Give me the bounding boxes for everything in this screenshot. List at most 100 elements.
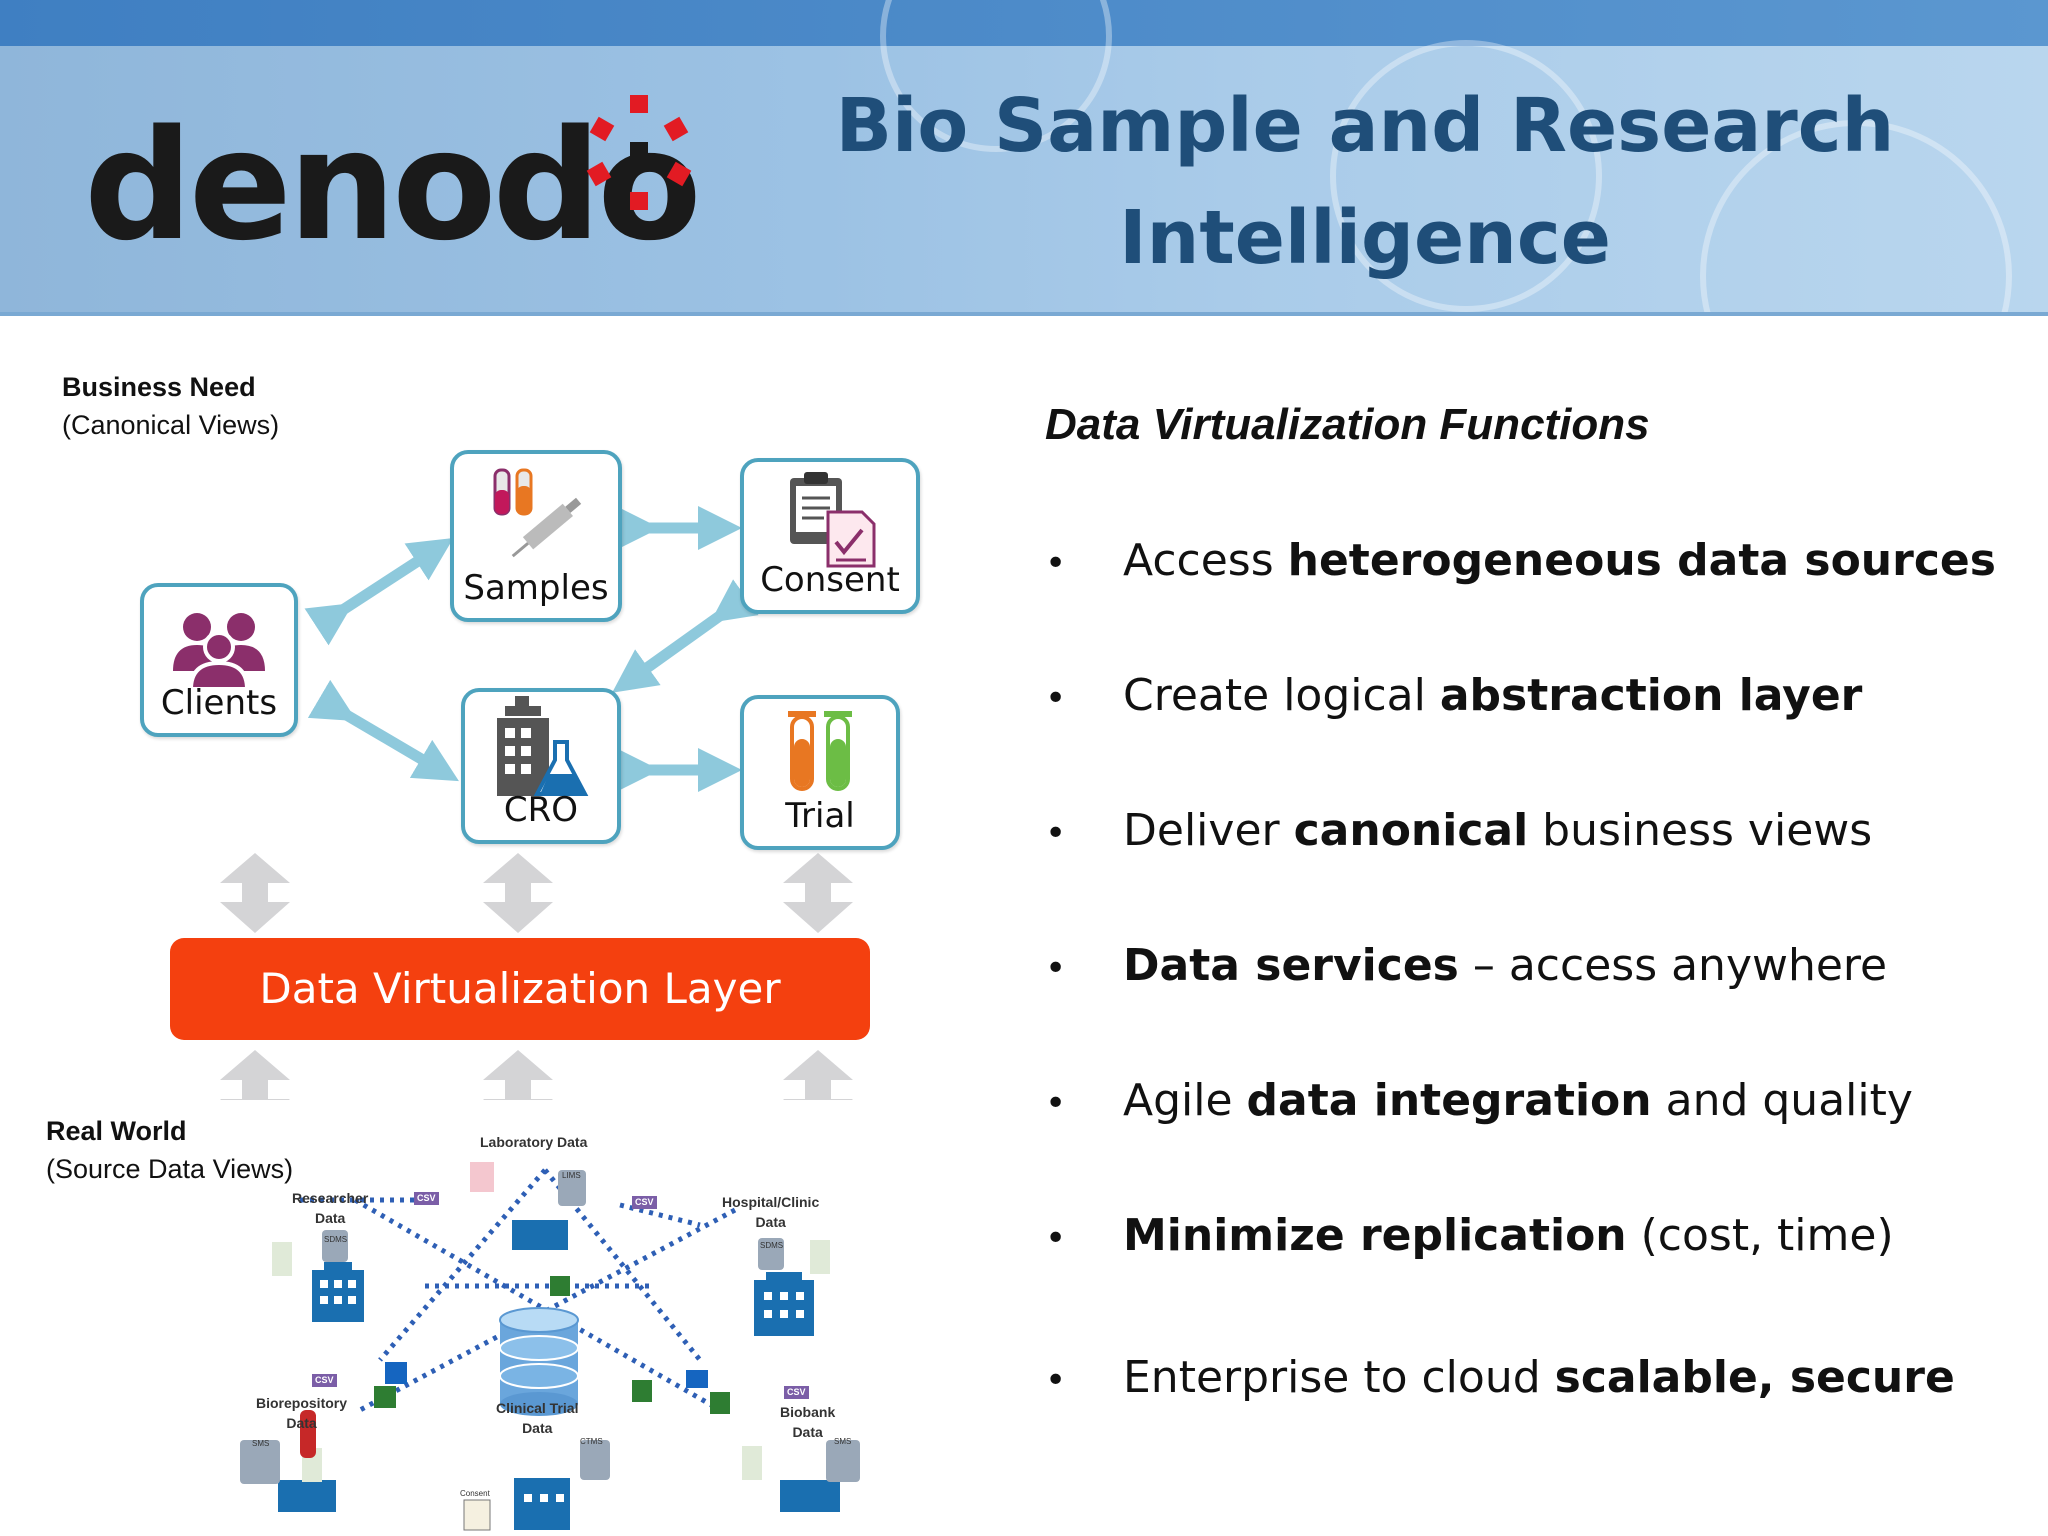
business-need-label: Business Need (Canonical Views) <box>62 368 279 444</box>
csv-tag: CSV <box>414 1192 439 1205</box>
building-icon <box>278 1480 336 1512</box>
building-icon <box>312 1262 364 1322</box>
researcher-label-line1: Researcher <box>292 1190 369 1206</box>
bullet-dot: • <box>1045 542 1067 584</box>
real-world-subheading: (Source Data Views) <box>46 1154 294 1184</box>
bullet-dot: • <box>1045 1217 1067 1259</box>
ctms-tag: CTMS <box>580 1437 603 1446</box>
node-trial-label: Trial <box>785 796 855 836</box>
gray-arrow-up-1 <box>220 853 290 933</box>
laboratory-data-label: Laboratory Data <box>480 1134 588 1150</box>
header-bottom-line <box>0 312 2048 316</box>
arrow-consent-cro <box>612 579 759 693</box>
biorepository-label-line2: Data <box>286 1415 317 1431</box>
source-laboratory-label: Laboratory Data <box>480 1132 587 1152</box>
function-bullet: • Data services – access anywhere <box>1045 940 1887 991</box>
node-samples[interactable]: Samples <box>450 450 622 622</box>
node-consent[interactable]: Consent <box>740 458 920 614</box>
bullet-bold-text: Data services <box>1123 940 1459 991</box>
node-clients-label: Clients <box>160 683 278 723</box>
bullet-text: business views <box>1528 805 1873 856</box>
arrow-clients-samples <box>304 538 454 646</box>
title-line-1: Bio Sample and Research <box>835 83 1895 169</box>
sdms-tag: SDMS <box>760 1241 784 1250</box>
bullet-dot: • <box>1045 947 1067 989</box>
real-world-label: Real World (Source Data Views) <box>46 1112 293 1188</box>
node-clients[interactable]: Clients <box>140 583 298 737</box>
title-line-2: Intelligence <box>1119 195 1611 281</box>
bullet-text: Create logical <box>1123 670 1440 721</box>
bullet-text: Enterprise to cloud <box>1123 1352 1555 1403</box>
node-cro-label: CRO <box>503 790 579 830</box>
clipboard-document-icon <box>790 472 876 568</box>
hospital-label-line2: Data <box>755 1214 786 1230</box>
slide-title: Bio Sample and Research Intelligence <box>830 70 1900 294</box>
biobank-label-line1: Biobank <box>780 1404 836 1420</box>
function-bullet: •Enterprise to cloud scalable, secure <box>1045 1352 1955 1403</box>
bullet-bold-text: abstraction layer <box>1439 670 1863 721</box>
researcher-label-line2: Data <box>314 1210 346 1226</box>
building-icon <box>780 1480 840 1512</box>
function-bullet: •Agile data integration and quality <box>1045 1075 1913 1126</box>
file-icons <box>272 1162 830 1531</box>
real-world-heading: Real World <box>46 1116 187 1146</box>
clinical-trial-label-line2: Data <box>522 1420 553 1436</box>
lims-tag: LIMS <box>562 1171 581 1180</box>
csv-tag: CSV <box>784 1386 809 1399</box>
sdms-tag: SDMS <box>324 1235 348 1244</box>
slide-header: denodo Bio Sample and Research Intellige… <box>0 0 2048 316</box>
bullet-text: (cost, time) <box>1626 1210 1894 1261</box>
bullet-bold-text: canonical <box>1293 805 1529 856</box>
function-bullet: • Create logical abstraction layer <box>1045 670 1862 721</box>
people-icon <box>173 613 265 689</box>
hospital-label-line1: Hospital/Clinic <box>722 1194 820 1210</box>
building-icon <box>754 1272 814 1336</box>
bullet-dot: • <box>1045 677 1067 719</box>
test-tube-syringe-icon <box>493 468 582 558</box>
node-trial[interactable]: Trial <box>740 695 900 850</box>
test-tubes-icon <box>788 711 852 791</box>
arrow-clients-cro <box>307 679 459 782</box>
gray-arrow-down-2 <box>483 1050 553 1100</box>
bullet-dot: • <box>1045 1359 1067 1401</box>
gray-arrow-down-1 <box>220 1050 290 1100</box>
building-lab-icon <box>497 696 589 796</box>
background-bubble <box>1330 40 1602 312</box>
server-icons <box>240 1170 860 1484</box>
functions-title: Data Virtualization Functions <box>1045 400 1650 449</box>
bullet-bold-text: Minimize replication <box>1123 1210 1627 1261</box>
function-bullet: • Minimize replication (cost, time) <box>1045 1210 1894 1261</box>
gray-arrow-up-2 <box>483 853 553 933</box>
sms-tag: SMS <box>252 1439 270 1448</box>
bullet-text: Agile <box>1123 1075 1247 1126</box>
bullet-bold-text: heterogeneous data sources <box>1287 535 1996 586</box>
bullet-bold-text: data integration <box>1246 1075 1652 1126</box>
clinical-trial-label-line1: Clinical Trial <box>496 1400 579 1416</box>
canonical-view-arrows <box>220 506 853 1100</box>
bullet-dot: • <box>1045 812 1067 854</box>
function-bullet: •Access heterogeneous data sources <box>1045 535 1996 586</box>
node-cro[interactable]: CRO <box>461 688 621 844</box>
source-network-diagram <box>240 1162 860 1531</box>
data-virtualization-layer: Data Virtualization Layer <box>170 938 870 1040</box>
gray-arrow-up-3 <box>783 853 853 933</box>
source-buildings <box>278 1220 840 1530</box>
business-need-heading: Business Need <box>62 372 256 402</box>
bullet-text: Deliver <box>1123 805 1294 856</box>
csv-tag: CSV <box>632 1196 657 1209</box>
bullet-text: and quality <box>1651 1075 1913 1126</box>
consent-tag: Consent <box>460 1489 490 1498</box>
building-icon <box>512 1220 568 1250</box>
csv-tag: CSV <box>312 1374 337 1387</box>
node-samples-label: Samples <box>463 568 609 608</box>
bullet-text: – access anywhere <box>1458 940 1888 991</box>
business-need-subheading: (Canonical Views) <box>62 410 280 440</box>
sms-tag: SMS <box>834 1437 852 1446</box>
central-database-icon <box>499 1307 579 1416</box>
biobank-label-line2: Data <box>792 1424 823 1440</box>
